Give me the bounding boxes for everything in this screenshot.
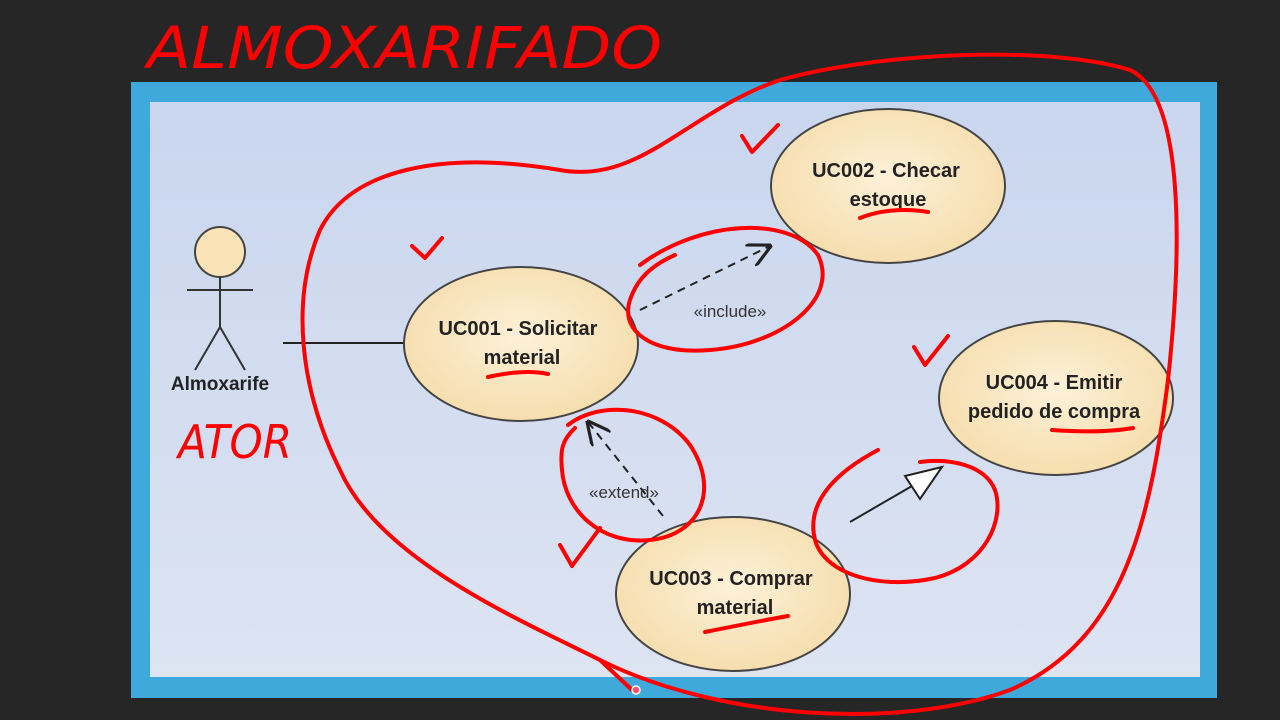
actor-figure (187, 226, 253, 371)
check-mark-uc003 (558, 526, 602, 568)
use-case-uc003[interactable]: UC003 - Comprar material (615, 516, 851, 672)
cursor-dot (631, 685, 641, 695)
include-circle-scribble (626, 225, 825, 353)
extend-label: «extend» (589, 483, 659, 502)
underline-uc002 (858, 208, 930, 220)
use-case-uc002-line1: UC002 - Checar (812, 160, 960, 182)
check-mark-uc002 (740, 123, 780, 154)
underline-uc001 (486, 369, 550, 379)
use-case-uc002[interactable]: UC002 - Checar estoque (770, 108, 1006, 264)
uc003-uc004-arrow (849, 465, 945, 523)
actor-label: Almoxarife (171, 374, 269, 395)
handwritten-annotations (300, 52, 1179, 716)
extend-circle-scribble (559, 407, 707, 543)
include-label: «include» (694, 302, 767, 321)
use-case-uc004[interactable]: UC004 - Emitir pedido de compra (938, 320, 1174, 476)
association-circle-scribble (811, 448, 1000, 585)
use-case-uc004-line1: UC004 - Emitir (986, 372, 1123, 394)
check-mark-uc004 (912, 334, 950, 367)
use-case-uc002-line2: estoque (850, 189, 927, 211)
underline-uc004 (1050, 426, 1135, 434)
handwritten-actor-note: ATOR (175, 415, 292, 469)
use-case-uc001-line2: material (484, 347, 561, 369)
use-case-uc001-line1: UC001 - Solicitar (439, 318, 598, 340)
underline-uc003 (703, 614, 790, 634)
check-mark-uc001 (410, 236, 444, 260)
use-case-uc001[interactable]: UC001 - Solicitar material (403, 266, 639, 422)
use-case-uc004-line2: pedido de compra (968, 401, 1141, 423)
handwritten-title: ALMOXARIFADO (143, 14, 662, 82)
use-case-uc003-line2: material (697, 597, 774, 619)
extend-arrow (588, 422, 664, 517)
system-boundary-scribble (300, 52, 1179, 716)
use-case-uc003-line1: UC003 - Comprar (649, 568, 813, 590)
actor-head (194, 226, 246, 278)
include-arrow (639, 246, 770, 311)
